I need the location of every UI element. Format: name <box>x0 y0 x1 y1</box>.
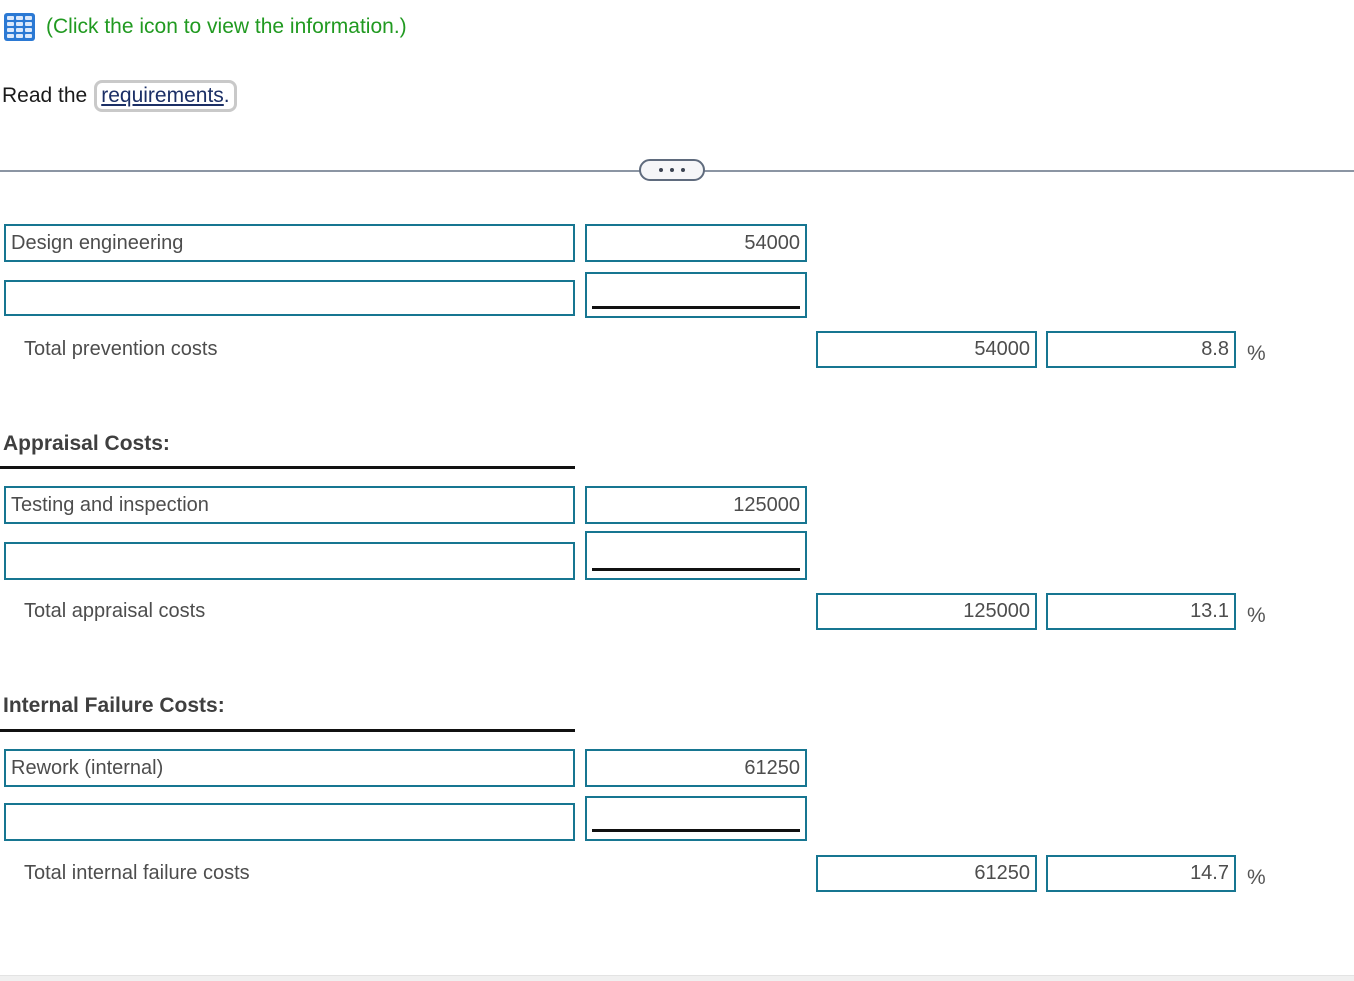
prevention-row2-amount-input[interactable] <box>587 274 805 304</box>
bottom-scroll-strip[interactable] <box>0 975 1354 981</box>
requirements-link[interactable]: requirements <box>101 84 224 107</box>
internal-failure-row1-description-input[interactable] <box>4 749 575 787</box>
total-prevention-label: Total prevention costs <box>24 338 218 360</box>
total-appraisal-percent-input[interactable] <box>1046 593 1236 630</box>
subtotal-underline <box>592 829 800 832</box>
internal-failure-row2-amount-input[interactable] <box>587 798 805 827</box>
appraisal-row2-description-input[interactable] <box>4 542 575 580</box>
total-prevention-amount-input[interactable] <box>816 331 1037 368</box>
requirements-line: Read the requirements. <box>2 80 237 112</box>
appraisal-costs-header: Appraisal Costs: <box>3 432 170 455</box>
internal-failure-row2-description-input[interactable] <box>4 803 575 841</box>
internal-failure-row2-amount-cell <box>585 796 807 841</box>
appraisal-header-rule <box>0 466 575 469</box>
total-internal-failure-label: Total internal failure costs <box>24 862 250 884</box>
percent-symbol: % <box>1247 866 1266 889</box>
appraisal-row1-description-input[interactable] <box>4 486 575 524</box>
appraisal-row2-amount-cell <box>585 531 807 580</box>
total-internal-failure-percent-input[interactable] <box>1046 855 1236 892</box>
internal-failure-costs-header: Internal Failure Costs: <box>3 694 225 717</box>
requirements-prefix: Read the <box>2 84 88 107</box>
percent-symbol: % <box>1247 342 1266 365</box>
internal-failure-header-rule <box>0 729 575 732</box>
appraisal-row2-amount-input[interactable] <box>587 533 805 565</box>
requirements-period: . <box>223 84 230 107</box>
percent-symbol: % <box>1247 604 1266 627</box>
subtotal-underline <box>592 306 800 309</box>
total-prevention-percent-input[interactable] <box>1046 331 1236 368</box>
total-internal-failure-amount-input[interactable] <box>816 855 1037 892</box>
prevention-row1-amount-input[interactable] <box>585 224 807 262</box>
requirements-link-box: requirements. <box>94 80 237 112</box>
total-appraisal-label: Total appraisal costs <box>24 600 206 622</box>
internal-failure-row1-amount-input[interactable] <box>585 749 807 787</box>
prevention-row2-description-input[interactable] <box>4 280 575 316</box>
info-banner-text: (Click the icon to view the information.… <box>46 14 407 38</box>
subtotal-underline <box>592 568 800 571</box>
table-grid-icon[interactable] <box>4 12 35 41</box>
total-appraisal-amount-input[interactable] <box>816 593 1037 630</box>
info-banner: (Click the icon to view the information.… <box>4 12 407 41</box>
prevention-row2-amount-cell <box>585 272 807 318</box>
appraisal-row1-amount-input[interactable] <box>585 486 807 524</box>
prevention-row1-description-input[interactable] <box>4 224 575 262</box>
ellipsis-icon[interactable] <box>639 159 705 181</box>
